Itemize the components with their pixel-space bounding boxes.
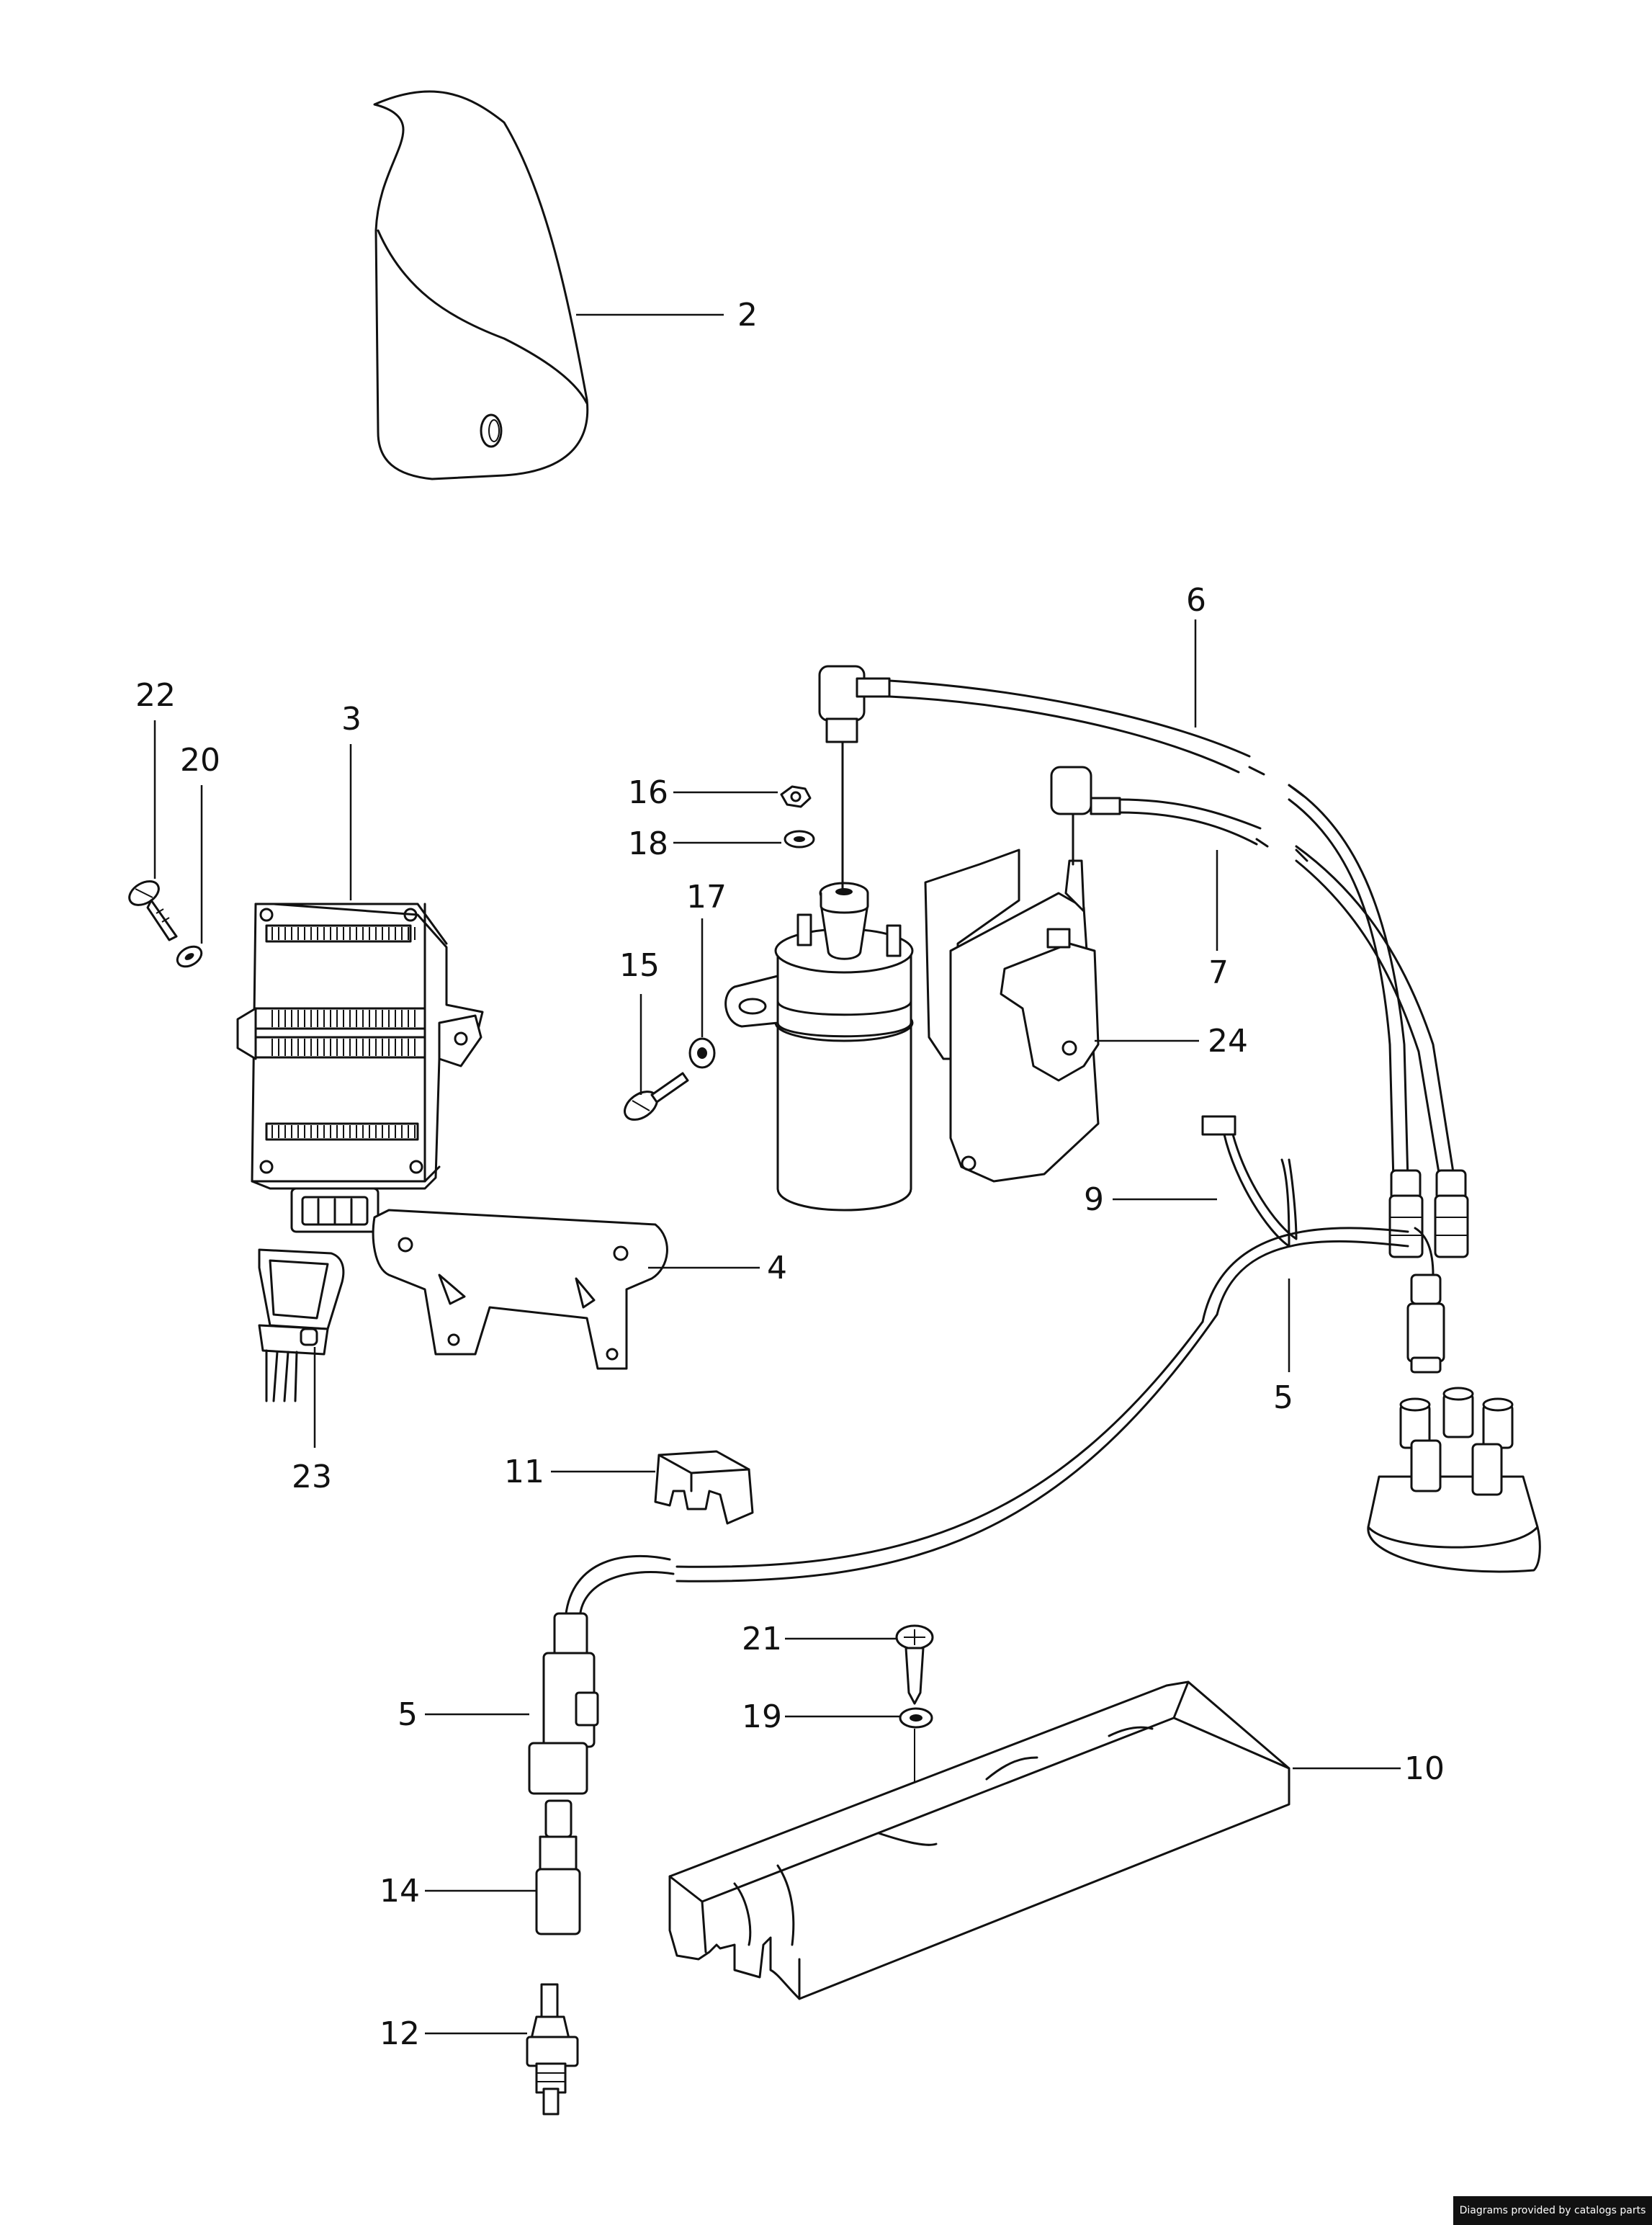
callout-14: 14: [380, 1873, 420, 1910]
callout-3: 3: [341, 701, 362, 738]
part-2-cover: [373, 90, 589, 480]
callout-22: 22: [135, 677, 176, 714]
part-24-coil-pack: [924, 849, 1100, 1183]
part-12-spark-plug: [526, 1983, 579, 2116]
part-3-fins: [271, 927, 416, 1138]
part-5-ignition-lead: [528, 1227, 1445, 1795]
callout-18: 18: [628, 825, 668, 862]
part-4-bracket: [372, 1209, 668, 1370]
part-20-washer: [176, 945, 203, 968]
callout-2: 2: [737, 297, 758, 333]
part-7-ht-lead: [1050, 766, 1262, 866]
callout-24: 24: [1208, 1023, 1248, 1060]
ht-lead-ends: [1248, 766, 1469, 1258]
ignition-coil: [724, 882, 914, 1212]
part-23-switch: [258, 1248, 345, 1402]
part-22-screw: [128, 880, 178, 941]
callout-17: 17: [686, 879, 727, 915]
part-14-connector: [535, 1799, 581, 1935]
footer-credit: Diagrams provided by catalogs parts: [1453, 2196, 1652, 2225]
part-3-control-unit: [236, 903, 484, 1233]
part-11-clip: [654, 1450, 754, 1525]
callout-9: 9: [1084, 1181, 1104, 1218]
part-18-washer: [784, 830, 815, 849]
callout-5-upper: 5: [1273, 1379, 1293, 1416]
part-9-cable-tie: [1201, 1115, 1298, 1248]
distributor-cap: [1367, 1387, 1541, 1573]
part-6-ht-lead: [818, 665, 1251, 895]
part-17-washer: [688, 1037, 716, 1069]
part-21-screw: [895, 1624, 934, 1705]
callout-19: 19: [742, 1698, 782, 1735]
callout-7: 7: [1208, 954, 1229, 991]
callout-6: 6: [1186, 582, 1206, 619]
callout-4: 4: [767, 1250, 787, 1286]
callout-10: 10: [1404, 1750, 1445, 1787]
callout-16: 16: [628, 774, 668, 811]
part-15-screw: [624, 1072, 689, 1121]
callout-23: 23: [292, 1459, 332, 1495]
callout-15: 15: [619, 947, 660, 984]
part-16-nut: [780, 785, 812, 808]
callout-labels: 2 3 22 20 16 18 15 17 6 7 24 9 4 5 23 11…: [135, 297, 1445, 2052]
callout-12: 12: [380, 2015, 420, 2052]
callout-21: 21: [742, 1621, 782, 1657]
callout-20: 20: [180, 742, 220, 779]
callout-11: 11: [504, 1454, 544, 1490]
leader-lines: [153, 313, 1401, 2035]
callout-5-lower: 5: [398, 1696, 418, 1733]
part-10-lead-holder: [668, 1680, 1290, 2000]
